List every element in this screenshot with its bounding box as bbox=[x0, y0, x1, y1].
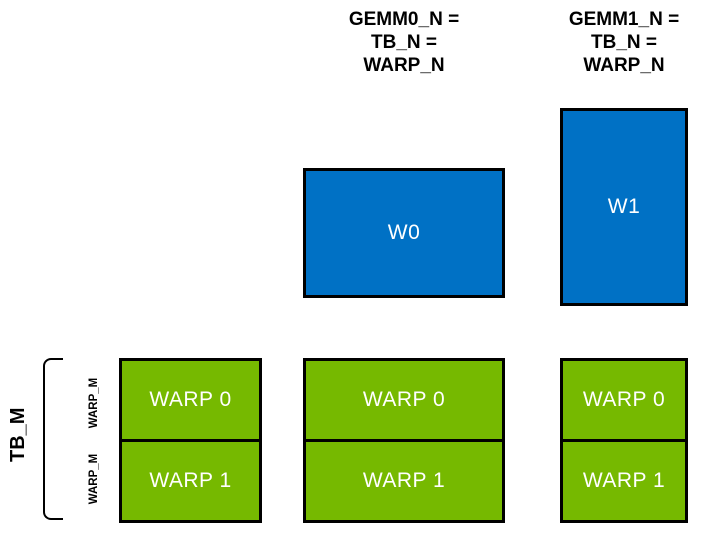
warp0-label: WARP 0 bbox=[149, 388, 232, 411]
tb-m-bracket bbox=[43, 358, 63, 520]
warp-m-label-1: WARP_M bbox=[88, 453, 100, 505]
header-line: WARP_N bbox=[583, 55, 665, 76]
warp0-cell: WARP 0 bbox=[563, 361, 685, 439]
tb-m-label: TB_M bbox=[7, 407, 29, 462]
header-line: TB_N = bbox=[591, 32, 657, 53]
warp0-cell: WARP 0 bbox=[306, 361, 502, 439]
warp0-label: WARP 0 bbox=[582, 388, 666, 411]
warp1-label: WARP 1 bbox=[582, 469, 666, 492]
warp1-label: WARP 1 bbox=[149, 469, 232, 492]
w1-box: W1 bbox=[560, 108, 688, 306]
warp-column-1: WARP 0 WARP 1 bbox=[303, 358, 505, 523]
w1-label: W1 bbox=[607, 195, 641, 218]
warp-m-label-0: WARP_M bbox=[88, 377, 100, 429]
w0-label: W0 bbox=[387, 221, 421, 244]
warp-column-2: WARP 0 WARP 1 bbox=[560, 358, 688, 523]
warp0-cell: WARP 0 bbox=[122, 361, 259, 439]
gemm1-n-header: GEMM1_N = TB_N = WARP_N bbox=[524, 8, 720, 77]
warp0-label: WARP 0 bbox=[362, 388, 446, 411]
warp-column-0: WARP 0 WARP 1 bbox=[119, 358, 262, 523]
header-line: GEMM1_N = bbox=[568, 9, 680, 30]
warp1-cell: WARP 1 bbox=[122, 439, 259, 520]
gemm0-n-header: GEMM0_N = TB_N = WARP_N bbox=[304, 8, 504, 77]
w0-box: W0 bbox=[303, 168, 505, 298]
header-line: GEMM0_N = bbox=[348, 9, 460, 30]
warp1-cell: WARP 1 bbox=[306, 439, 502, 520]
warp1-label: WARP 1 bbox=[362, 469, 446, 492]
header-line: TB_N = bbox=[371, 32, 437, 53]
header-line: WARP_N bbox=[363, 55, 445, 76]
warp1-cell: WARP 1 bbox=[563, 439, 685, 520]
